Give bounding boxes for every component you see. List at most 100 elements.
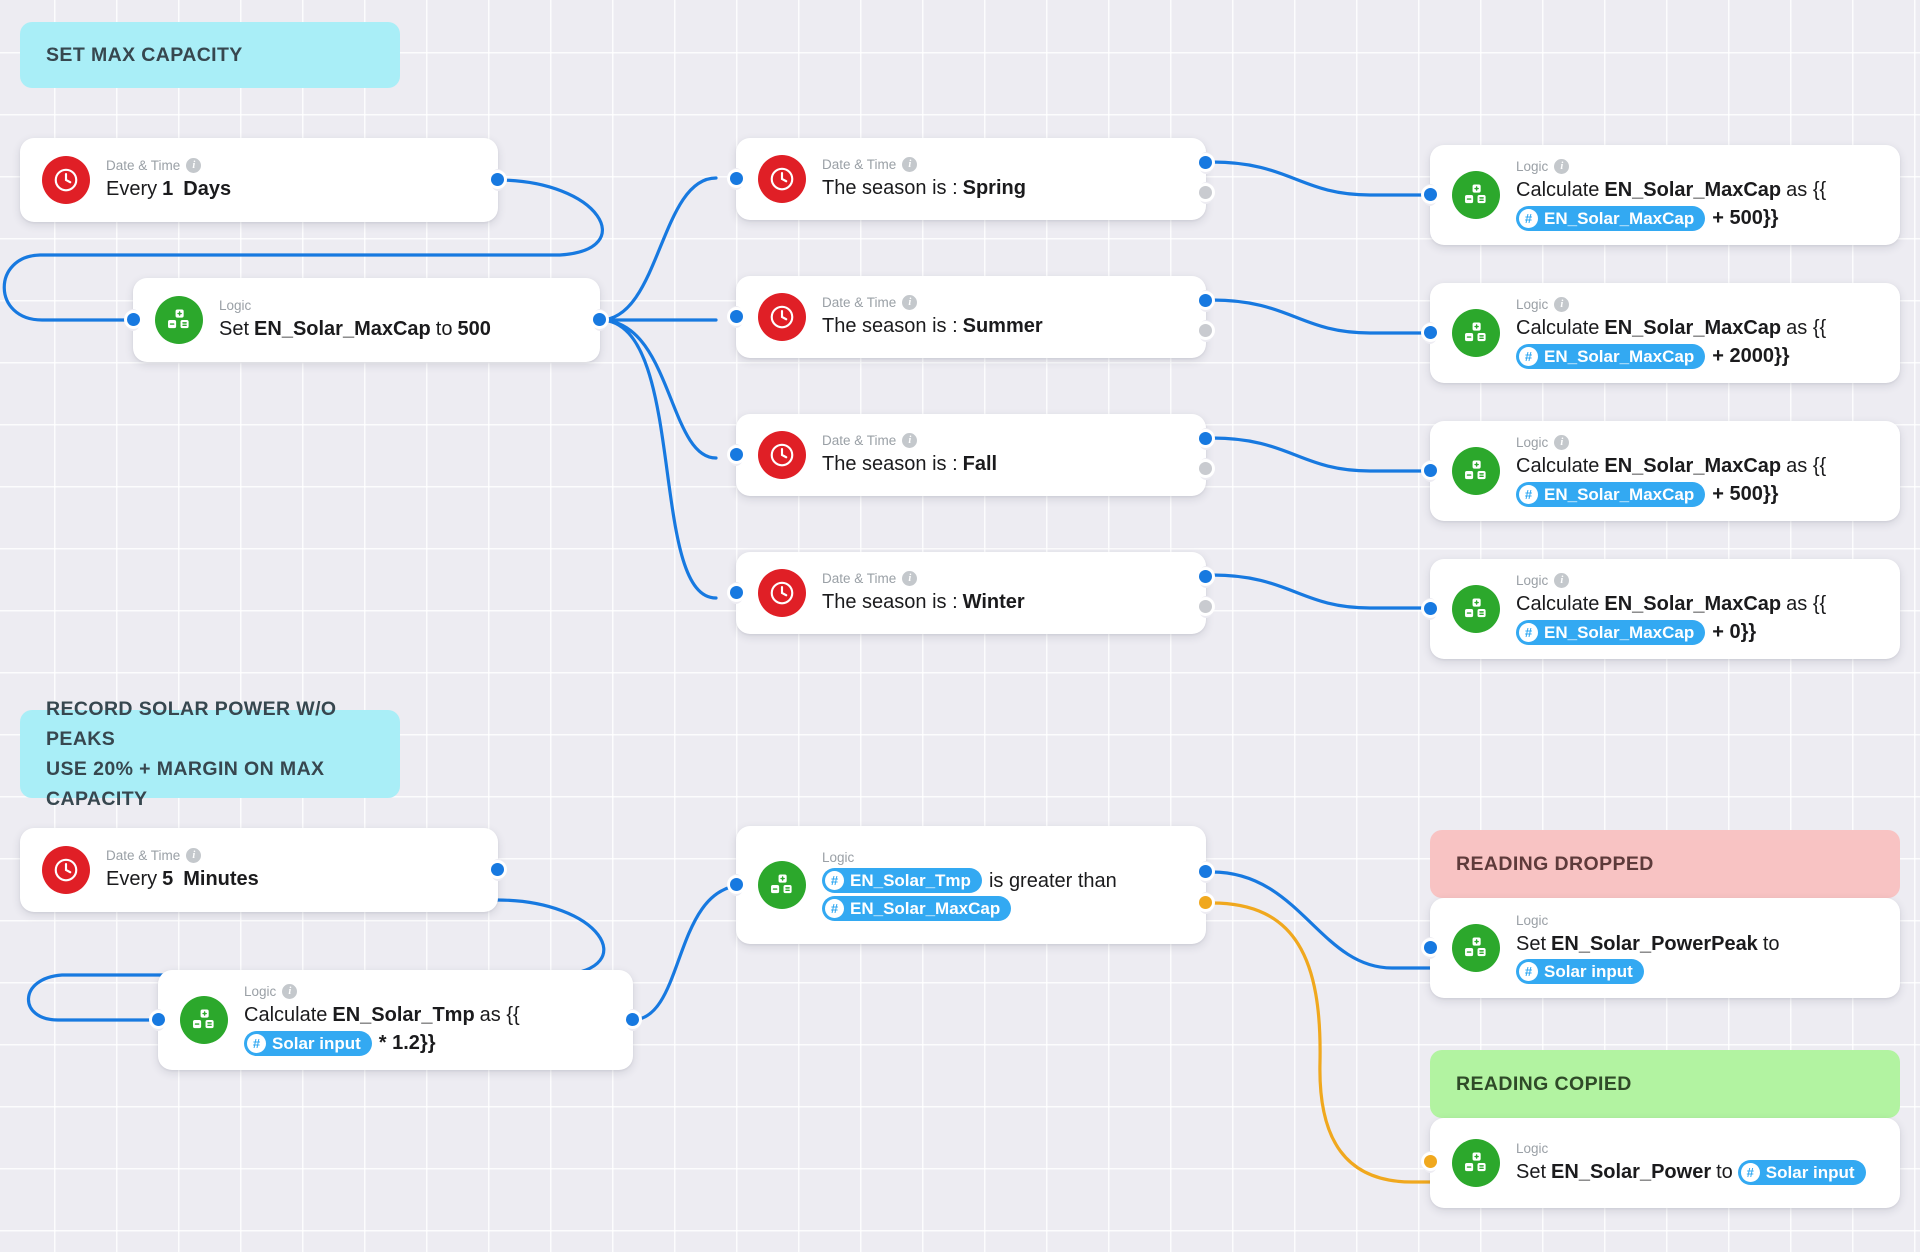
info-icon[interactable]: i: [186, 848, 202, 863]
node-season-fall[interactable]: Date & Time i The season is :Fall: [728, 414, 1214, 496]
clock-icon: [758, 431, 806, 479]
output-port[interactable]: [491, 863, 504, 876]
output-port-true[interactable]: [1199, 570, 1212, 583]
logic-icon: [1452, 447, 1500, 495]
output-port-false[interactable]: [1199, 462, 1212, 475]
variable-chip[interactable]: #EN_Solar_MaxCap: [1516, 343, 1706, 369]
node-kicker: Logic i: [1516, 572, 1826, 589]
banner-record-solar-power[interactable]: RECORD SOLAR POWER W/O PEAKS USE 20% + M…: [20, 698, 400, 810]
output-port[interactable]: [491, 173, 504, 186]
variable-chip[interactable]: #EN_Solar_MaxCap: [1516, 619, 1706, 645]
output-port-true[interactable]: [1199, 865, 1212, 878]
input-port[interactable]: [730, 586, 743, 599]
banner-set-max-capacity[interactable]: SET MAX CAPACITY: [20, 22, 400, 88]
banner-line-2: USE 20% + MARGIN ON MAX CAPACITY: [46, 758, 325, 810]
info-icon[interactable]: i: [1554, 573, 1570, 588]
output-port-true[interactable]: [1199, 156, 1212, 169]
node-kicker: Logic: [1516, 1141, 1549, 1156]
node-season-spring[interactable]: Date & Time i The season is :Spring: [728, 138, 1214, 220]
node-title: The season is :Fall: [822, 453, 998, 475]
node-kicker: Logic i: [1516, 434, 1826, 451]
node-title: The season is :Spring: [822, 177, 1026, 199]
variable-chip[interactable]: #EN_Solar_MaxCap: [1516, 481, 1706, 507]
input-port[interactable]: [1424, 188, 1437, 201]
info-icon[interactable]: i: [1554, 435, 1570, 450]
output-port[interactable]: [593, 313, 606, 326]
logic-icon: [180, 996, 228, 1044]
info-icon[interactable]: i: [902, 295, 918, 310]
input-port[interactable]: [1424, 326, 1437, 339]
input-port[interactable]: [730, 310, 743, 323]
clock-icon: [758, 155, 806, 203]
banner-reading-dropped[interactable]: READING DROPPED: [1430, 830, 1900, 898]
info-icon[interactable]: i: [1554, 297, 1570, 312]
node-kicker: Date & Time i: [822, 156, 1026, 173]
input-port[interactable]: [152, 1013, 165, 1026]
logic-icon: [155, 296, 203, 344]
node-title: The season is :Winter: [822, 591, 1025, 613]
banner-line: READING DROPPED: [1456, 853, 1654, 875]
input-port[interactable]: [730, 448, 743, 461]
input-port[interactable]: [1424, 464, 1437, 477]
hash-icon: #: [825, 898, 844, 918]
node-season-summer[interactable]: Date & Time i The season is :Summer: [728, 276, 1214, 358]
variable-chip[interactable]: #EN_Solar_Tmp: [822, 868, 982, 893]
info-icon[interactable]: i: [186, 158, 202, 173]
output-port-false[interactable]: [1199, 186, 1212, 199]
info-icon[interactable]: i: [282, 984, 298, 999]
info-icon[interactable]: i: [902, 433, 918, 448]
logic-icon: [758, 861, 806, 909]
node-kicker: Logic i: [1516, 296, 1826, 313]
input-port[interactable]: [730, 172, 743, 185]
info-icon[interactable]: i: [1554, 159, 1570, 174]
variable-chip[interactable]: #Solar input: [1516, 958, 1644, 984]
output-port-true[interactable]: [1199, 294, 1212, 307]
node-kicker: Date & Time i: [822, 570, 1025, 587]
variable-chip[interactable]: #EN_Solar_MaxCap: [822, 895, 1012, 921]
node-kicker: Date & Time i: [822, 432, 997, 449]
banner-reading-copied[interactable]: READING COPIED: [1430, 1050, 1900, 1118]
variable-chip[interactable]: #Solar input: [1737, 1159, 1866, 1185]
variable-chip[interactable]: #EN_Solar_MaxCap: [1516, 205, 1706, 231]
node-kicker: Logic: [822, 849, 855, 865]
variable-chip[interactable]: #Solar input: [244, 1030, 372, 1056]
hash-icon: #: [1519, 961, 1538, 981]
hash-icon: #: [1519, 346, 1538, 366]
input-port[interactable]: [1424, 602, 1437, 615]
output-port-false[interactable]: [1199, 600, 1212, 613]
input-port[interactable]: [1424, 1155, 1437, 1168]
hash-icon: #: [1519, 208, 1538, 228]
info-icon[interactable]: i: [902, 157, 918, 172]
node-kicker: Date & Time i: [106, 847, 259, 864]
input-port[interactable]: [730, 878, 743, 891]
input-port[interactable]: [1424, 941, 1437, 954]
node-kicker: Logic i: [1516, 158, 1826, 175]
input-port[interactable]: [127, 313, 140, 326]
node-kicker: Logic: [1516, 912, 1549, 928]
output-port-true[interactable]: [1199, 432, 1212, 445]
output-port-false[interactable]: [1199, 324, 1212, 337]
output-port[interactable]: [626, 1013, 639, 1026]
info-icon[interactable]: i: [902, 571, 918, 586]
node-kicker: Date & Time i: [822, 294, 1043, 311]
output-port-false[interactable]: [1199, 896, 1212, 909]
node-season-winter[interactable]: Date & Time i The season is :Winter: [728, 552, 1214, 634]
hash-icon: #: [1519, 622, 1538, 642]
